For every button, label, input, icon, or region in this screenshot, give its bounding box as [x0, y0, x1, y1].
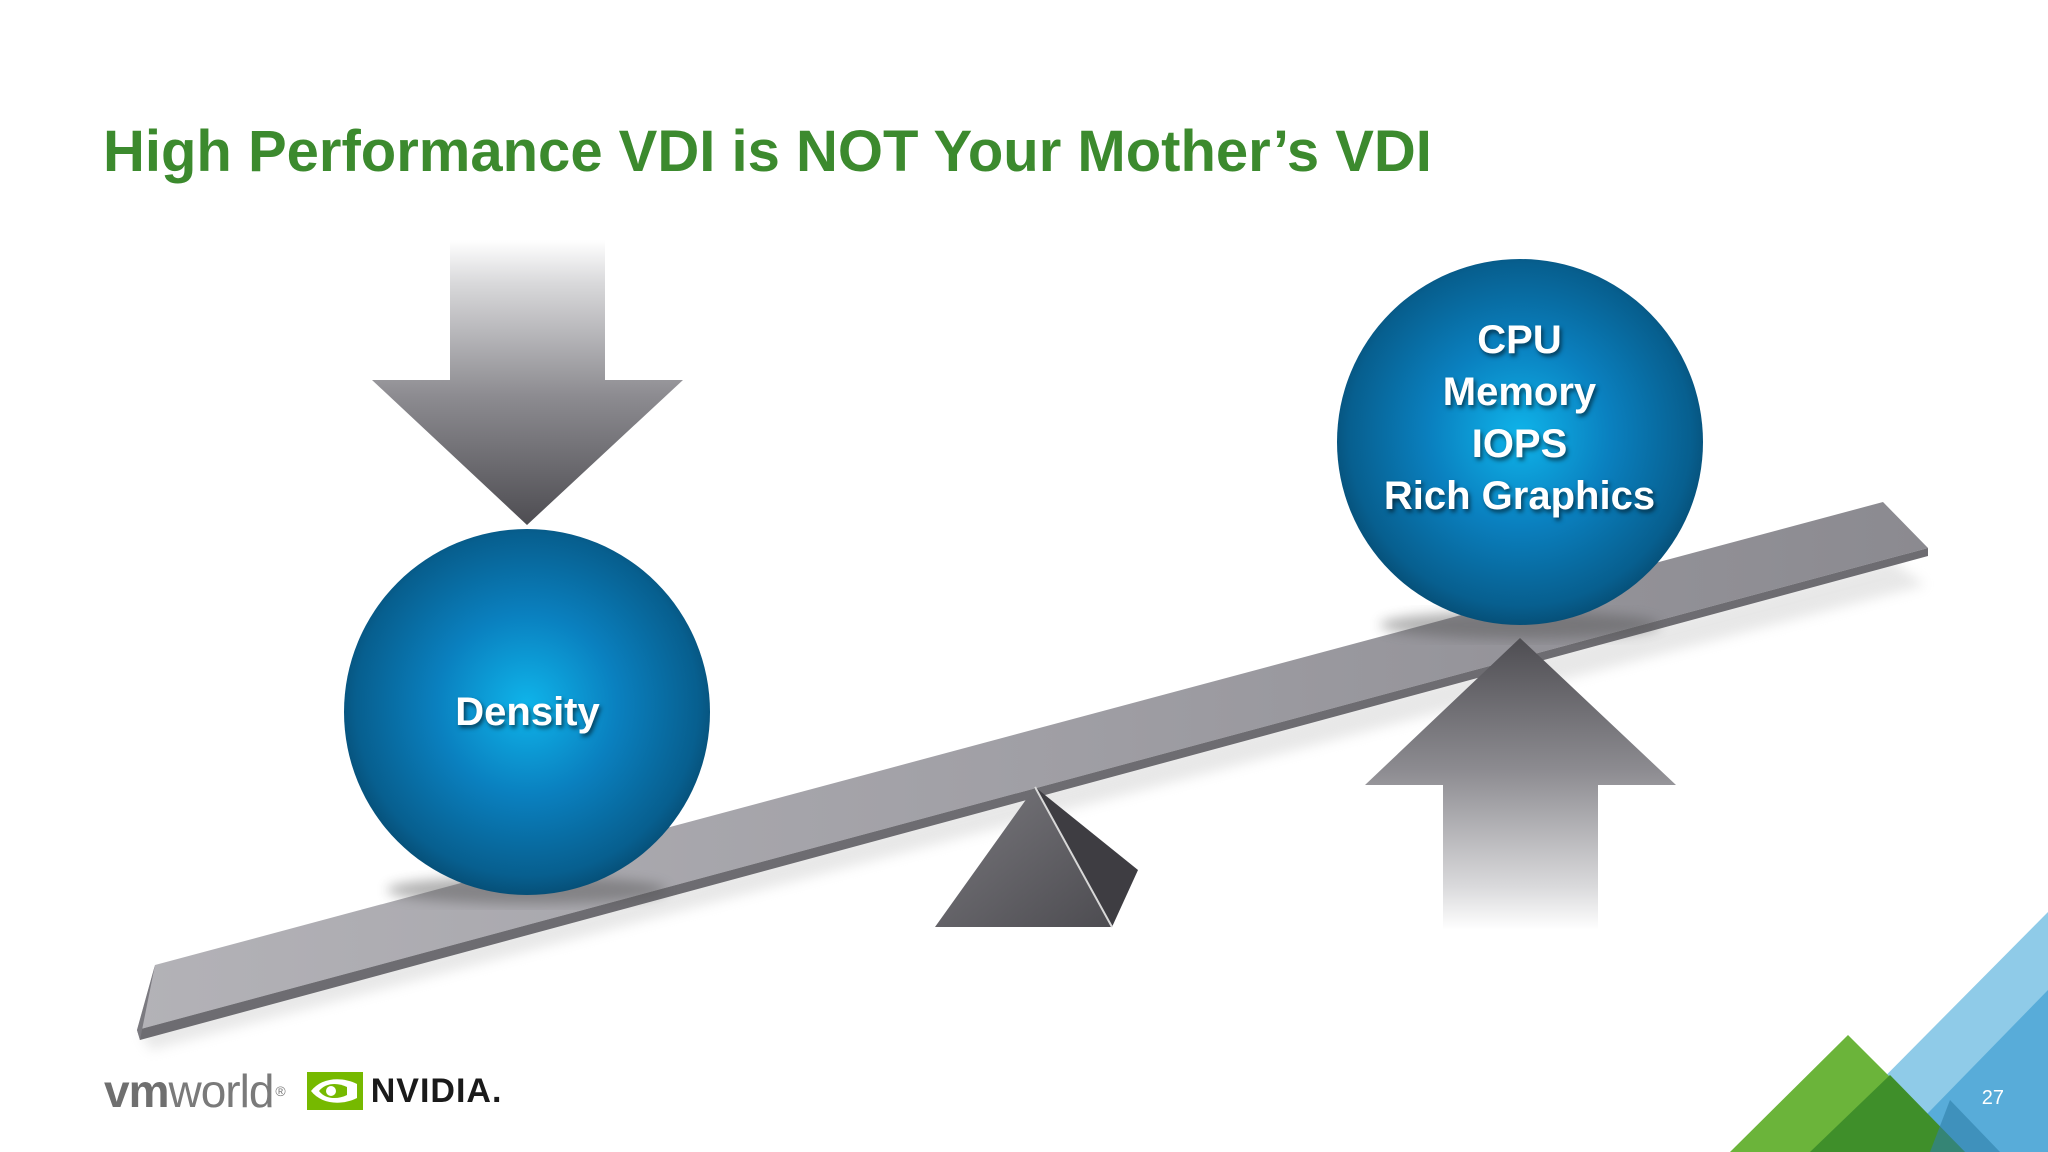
vmworld-logo-world: world [168, 1065, 274, 1117]
footer-logos: vmworld® NVIDIA. [104, 1066, 502, 1116]
page-number: 27 [1981, 1087, 2004, 1109]
density-ball [344, 529, 710, 895]
up-arrow-icon [1365, 638, 1676, 930]
resource-line-graphics: Rich Graphics [1383, 474, 1656, 518]
slide-title: High Performance VDI is NOT Your Mother’… [103, 119, 1432, 184]
nvidia-wordmark: NVIDIA. [370, 1071, 503, 1110]
nvidia-logo: NVIDIA. [306, 1071, 503, 1111]
vmworld-logo: vmworld® [104, 1065, 286, 1117]
resource-line-iops: IOPS [1471, 422, 1568, 466]
density-label: Density [455, 690, 600, 734]
resource-line-memory: Memory [1442, 370, 1597, 414]
resource-line-cpu: CPU [1477, 318, 1562, 362]
resources-label: CPU Memory IOPS Rich Graphics [1337, 314, 1702, 522]
down-arrow-icon [372, 240, 683, 525]
resources-ball [1337, 259, 1703, 625]
vmworld-logo-vm: vm [104, 1065, 169, 1117]
fulcrum-icon [935, 786, 1138, 928]
registered-mark: ® [275, 1083, 285, 1099]
corner-decoration [1730, 912, 2048, 1152]
nvidia-eye-icon [306, 1072, 363, 1110]
